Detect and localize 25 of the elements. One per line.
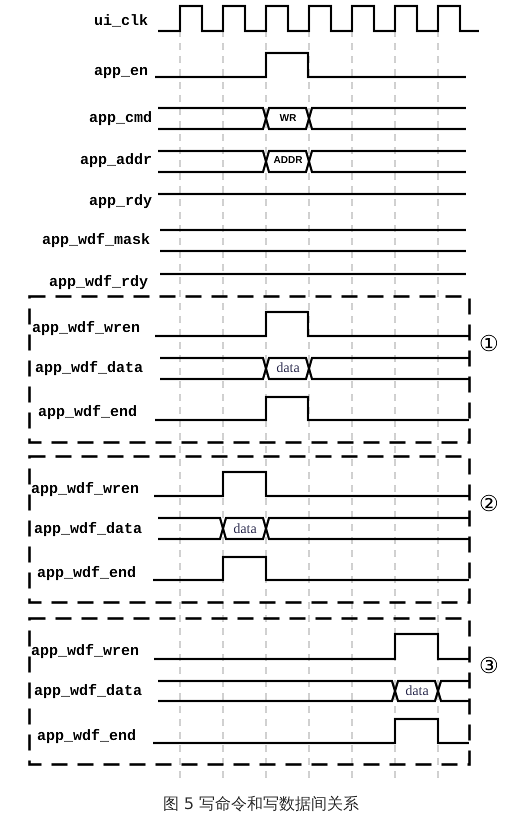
bus-value: WR <box>280 113 296 125</box>
signal-group-frame <box>28 617 471 766</box>
signal-name: app_addr <box>80 151 152 171</box>
bus-value: data <box>405 684 429 700</box>
bus-value: ADDR <box>274 155 302 167</box>
signal-name: app_en <box>94 62 148 82</box>
signal-name: app_wdf_data <box>34 520 142 540</box>
signal-group-frame <box>28 295 471 444</box>
bus-value: data <box>233 522 257 538</box>
signal-name: app_wdf_wren <box>31 480 140 500</box>
signal-name: app_wdf_data <box>34 682 142 702</box>
signal-name: app_wdf_end <box>38 403 138 423</box>
signal-group-frame <box>28 455 471 604</box>
signal-name: app_cmd <box>88 109 152 129</box>
signal-name: app_wdf_data <box>35 359 144 379</box>
signal-name: app_wdf_wren <box>32 319 140 339</box>
signal-name: app_wdf_rdy <box>48 273 148 293</box>
signal-name: app_rdy <box>88 192 152 212</box>
signal-name: ui_clk <box>94 12 148 32</box>
signal-name: app_wdf_wren <box>31 642 140 662</box>
signal-name: app_wdf_end <box>37 564 136 584</box>
figure-caption: 图 5 写命令和写数据间关系 <box>162 793 360 815</box>
signal-name: app_wdf_end <box>37 727 136 747</box>
signal-name: app_wdf_mask <box>42 231 150 251</box>
bus-value: data <box>276 361 300 377</box>
